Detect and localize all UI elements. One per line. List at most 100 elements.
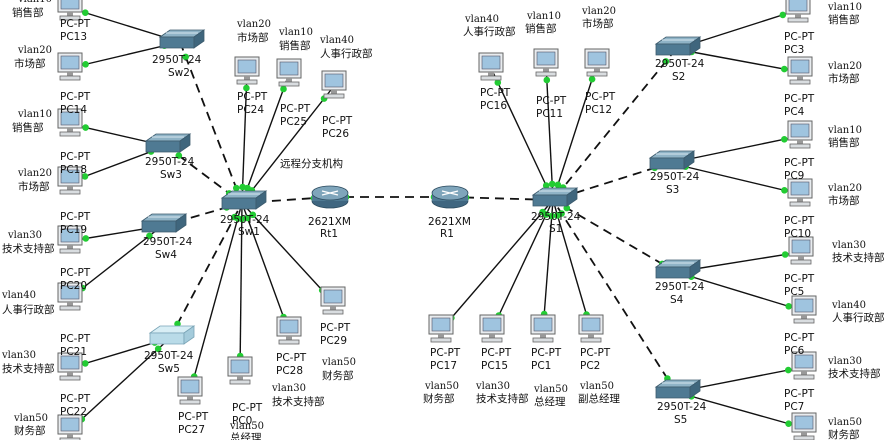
port-indicator bbox=[542, 211, 550, 218]
router-name-label: R1 bbox=[440, 228, 454, 240]
pc-type-label: PC-PT bbox=[276, 352, 307, 364]
pc-pc5-icon[interactable] bbox=[788, 236, 814, 265]
switch-s5-icon[interactable] bbox=[655, 379, 701, 399]
switch-model-label: 2950T-24 bbox=[650, 171, 700, 183]
switch-s4-icon[interactable] bbox=[655, 259, 701, 279]
switch-sw4-icon[interactable] bbox=[141, 213, 187, 233]
router-icon-r1[interactable] bbox=[431, 185, 469, 209]
pc-dept-label: 财务部 bbox=[14, 424, 46, 437]
switch-name-label: S2 bbox=[672, 71, 685, 83]
switch-s2-icon[interactable] bbox=[655, 36, 701, 56]
pc-name-label: PC29 bbox=[320, 335, 347, 347]
pc-pc10-icon[interactable] bbox=[787, 178, 813, 207]
port-indicator bbox=[81, 173, 89, 180]
pc-name-label: PC25 bbox=[280, 116, 307, 128]
switch-sw5-icon[interactable] bbox=[149, 325, 195, 345]
pc-vlan-label: vlan20 bbox=[17, 45, 52, 56]
pc-pc6-icon[interactable] bbox=[791, 295, 817, 324]
pc-dept-label: 人事行政部 bbox=[320, 47, 373, 60]
pc-pc16-icon[interactable] bbox=[478, 52, 504, 81]
pc-type-label: PC-PT bbox=[60, 267, 91, 279]
link-pc27-core-left bbox=[189, 202, 243, 393]
port-indicator bbox=[548, 212, 556, 220]
pc-dept-label: 副总经理 bbox=[578, 392, 620, 405]
router-icon-rt1[interactable] bbox=[311, 185, 349, 209]
pc-vlan-label: vlan50 bbox=[321, 357, 356, 368]
pc-pc29-icon[interactable] bbox=[320, 286, 346, 315]
pc-pc13-icon[interactable] bbox=[57, 0, 83, 21]
link-pc29-core-left bbox=[241, 202, 334, 303]
core-switch-core-left-icon[interactable] bbox=[221, 190, 267, 210]
core-switch-core-right-icon[interactable] bbox=[532, 187, 578, 207]
pc-pc27-icon[interactable] bbox=[177, 376, 203, 405]
switch-s3-icon[interactable] bbox=[649, 150, 695, 170]
pc-type-label: PC-PT bbox=[237, 91, 268, 103]
pc-pc8-icon[interactable] bbox=[791, 412, 817, 440]
pc-type-label: PC-PT bbox=[784, 215, 815, 227]
port-indicator bbox=[779, 11, 787, 19]
port-indicator bbox=[146, 232, 153, 240]
port-indicator bbox=[588, 75, 596, 83]
site-label: 远程分支机构 bbox=[280, 157, 343, 170]
pc-name-label: PC6 bbox=[784, 345, 805, 357]
switch-sw2-icon[interactable] bbox=[159, 29, 205, 49]
pc-vlan-label: vlan10 bbox=[17, 109, 52, 120]
pc-dept-label: 市场部 bbox=[14, 57, 46, 70]
pc-type-label: PC-PT bbox=[178, 411, 209, 423]
pc-dept-label: 财务部 bbox=[828, 428, 860, 440]
pc-dept-label: 销售部 bbox=[525, 22, 557, 35]
pc-pc12-icon[interactable] bbox=[584, 48, 610, 77]
pc-dept-label: 市场部 bbox=[828, 72, 860, 85]
pc-vlan-label: vlan40 bbox=[1, 290, 36, 301]
pc-pc1-icon[interactable] bbox=[530, 314, 556, 343]
port-indicator bbox=[785, 303, 792, 310]
pc-pc25-icon[interactable] bbox=[276, 58, 302, 87]
port-indicator bbox=[244, 214, 251, 222]
pc-pc11-icon[interactable] bbox=[533, 48, 559, 77]
pc-type-label: PC-PT bbox=[60, 333, 91, 345]
switch-model-label: 2950T-24 bbox=[152, 54, 202, 66]
pc-type-label: PC-PT bbox=[60, 393, 91, 405]
pc-name-label: PC15 bbox=[481, 360, 508, 372]
port-indicator bbox=[238, 215, 246, 223]
pc-type-label: PC-PT bbox=[784, 332, 815, 344]
pc-pc28-icon[interactable] bbox=[276, 316, 302, 345]
pc-pc0-icon[interactable] bbox=[227, 356, 253, 385]
pc-vlan-label: vlan40 bbox=[831, 300, 866, 311]
pc-vlan-label: vlan30 bbox=[7, 230, 42, 241]
pc-vlan-label: vlan50 bbox=[13, 413, 48, 424]
pc-pc4-icon[interactable] bbox=[787, 56, 813, 85]
port-indicator bbox=[82, 124, 89, 131]
switch-sw3-icon[interactable] bbox=[145, 133, 191, 153]
link-pc2-core-right bbox=[552, 199, 592, 331]
pc-pc3-icon[interactable] bbox=[785, 0, 811, 23]
pc-dept-label: 技术支持部 bbox=[828, 367, 881, 380]
pc-dept-label: 总经理 bbox=[230, 431, 262, 440]
link-pc26-core-left bbox=[241, 85, 335, 204]
port-indicator bbox=[558, 210, 565, 217]
pc-pc14-icon[interactable] bbox=[57, 52, 83, 81]
pc-name-label: PC16 bbox=[480, 100, 507, 112]
link-pc15-core-right bbox=[491, 199, 554, 331]
link-pc1-core-right bbox=[542, 199, 554, 331]
pc-pc17-icon[interactable] bbox=[428, 314, 454, 343]
switch-name-label: Sw4 bbox=[155, 249, 177, 261]
pc-dept-label: 销售部 bbox=[12, 121, 44, 134]
pc-dept-label: 市场部 bbox=[828, 194, 860, 207]
switch-name-label: Sw3 bbox=[160, 169, 182, 181]
pc-name-label: PC17 bbox=[430, 360, 457, 372]
port-indicator bbox=[82, 9, 89, 16]
pc-dept-label: 销售部 bbox=[12, 6, 44, 19]
core-switch-model-label: 2950T-24 bbox=[220, 214, 270, 226]
pc-pc23-icon[interactable] bbox=[57, 414, 83, 440]
pc-pc26-icon[interactable] bbox=[321, 70, 347, 99]
pc-pc9-icon[interactable] bbox=[787, 120, 813, 149]
pc-vlan-label: vlan20 bbox=[827, 183, 862, 194]
pc-type-label: PC-PT bbox=[60, 211, 91, 223]
pc-pc24-icon[interactable] bbox=[234, 56, 260, 85]
pc-pc15-icon[interactable] bbox=[479, 314, 505, 343]
port-indicator bbox=[548, 180, 556, 188]
switch-model-label: 2950T-24 bbox=[145, 156, 195, 168]
pc-type-label: PC-PT bbox=[322, 115, 353, 127]
pc-pc2-icon[interactable] bbox=[578, 314, 604, 343]
